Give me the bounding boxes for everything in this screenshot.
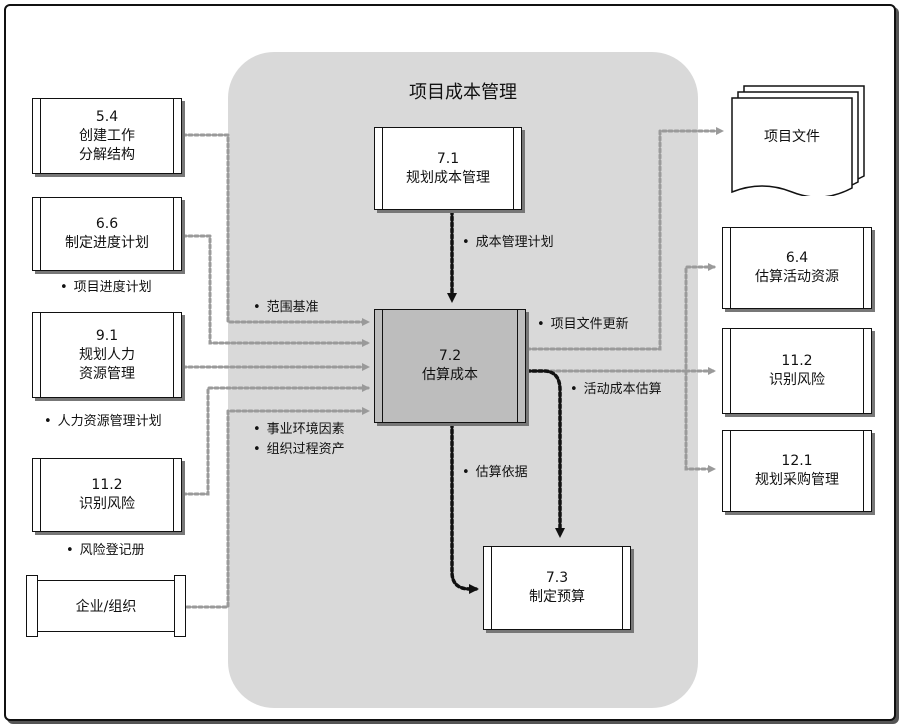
process-name: 规划人力 bbox=[79, 346, 135, 363]
output-procurement[interactable]: 12.1 规划采购管理 bbox=[722, 430, 872, 512]
process-name: 规划采购管理 bbox=[755, 472, 839, 488]
process-name: 估算活动资源 bbox=[755, 269, 839, 285]
label-risk-register: 风险登记册 bbox=[66, 539, 145, 558]
label-schedule-plan: 项目进度计划 bbox=[60, 276, 152, 295]
label-cost-plan: 成本管理计划 bbox=[462, 231, 554, 250]
process-number: 5.4 bbox=[95, 108, 119, 125]
process-name: 估算成本 bbox=[422, 367, 478, 383]
enterprise-flow bbox=[185, 407, 370, 609]
process-name: 规划成本管理 bbox=[406, 169, 490, 186]
process-determine-budget[interactable]: 7.3 制定预算 bbox=[483, 546, 631, 630]
schedule-flow bbox=[181, 234, 370, 347]
procurement-flow bbox=[684, 369, 716, 473]
process-number: 7.1 bbox=[436, 150, 460, 167]
docs-update-flow bbox=[525, 127, 724, 351]
process-estimate-cost[interactable]: 7.2 估算成本 bbox=[374, 309, 526, 423]
process-name: 识别风险 bbox=[79, 496, 135, 512]
process-name: 创建工作 bbox=[79, 127, 135, 144]
input-hr-box[interactable]: 9.1 规划人力 资源管理 bbox=[32, 312, 182, 398]
risk-flow bbox=[181, 384, 370, 496]
process-number: 12.1 bbox=[781, 453, 813, 469]
diagram-title: 项目成本管理 bbox=[409, 82, 517, 103]
label-activity-cost: 活动成本估算 bbox=[570, 378, 662, 397]
process-name: 识别风险 bbox=[769, 372, 825, 388]
process-number: 6.4 bbox=[785, 250, 809, 266]
process-number: 11.2 bbox=[91, 477, 123, 493]
resource-flow bbox=[525, 263, 716, 373]
input-schedule-box[interactable]: 6.6 制定进度计划 bbox=[32, 197, 182, 271]
wbs-flow bbox=[181, 133, 370, 326]
document-stack-icon bbox=[731, 85, 865, 196]
process-number: 6.6 bbox=[95, 216, 119, 232]
process-number: 7.2 bbox=[438, 348, 462, 364]
process-number: 7.3 bbox=[545, 570, 569, 586]
process-plan-cost[interactable]: 7.1 规划成本管理 bbox=[374, 127, 522, 210]
process-name: 制定预算 bbox=[529, 589, 585, 605]
process-name: 制定进度计划 bbox=[65, 235, 149, 251]
process-name: 资源管理 bbox=[79, 365, 135, 382]
input-enterprise-banner[interactable]: 企业/组织 bbox=[26, 575, 186, 637]
label-hr-plan: 人力资源管理计划 bbox=[44, 410, 162, 429]
process-name: 分解结构 bbox=[79, 146, 135, 163]
basis-flow bbox=[450, 422, 479, 594]
input-risk-box[interactable]: 11.2 识别风险 bbox=[32, 458, 182, 532]
output-identify-risk[interactable]: 11.2 识别风险 bbox=[722, 328, 872, 414]
label-scope-baseline: 范围基准 bbox=[253, 296, 319, 315]
output-activity-resources[interactable]: 6.4 估算活动资源 bbox=[722, 227, 872, 309]
activity-cost-flow bbox=[525, 369, 565, 538]
label-basis: 估算依据 bbox=[462, 461, 528, 480]
input-wbs-box[interactable]: 5.4 创建工作 分解结构 bbox=[32, 98, 182, 174]
label-opa: 组织过程资产 bbox=[253, 438, 345, 457]
process-number: 9.1 bbox=[95, 327, 119, 344]
label-eef: 事业环境因素 bbox=[253, 418, 345, 437]
output-project-docs[interactable]: 项目文件 bbox=[764, 129, 820, 145]
banner-label: 企业/组织 bbox=[75, 599, 137, 615]
label-docs-update: 项目文件更新 bbox=[537, 313, 629, 332]
process-number: 11.2 bbox=[781, 353, 813, 369]
